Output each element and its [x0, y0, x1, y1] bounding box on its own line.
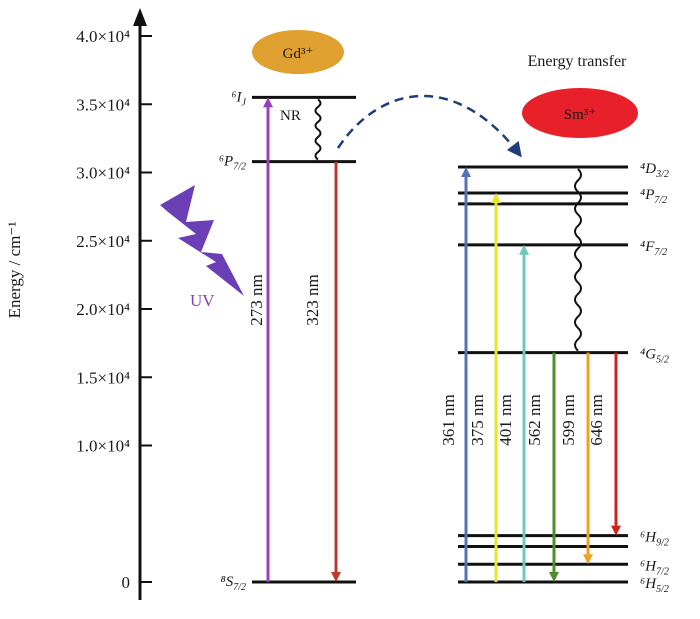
sm-level-label-4G: ⁴G5/2	[640, 347, 669, 366]
lightning-bolt-icon	[160, 185, 244, 296]
sm-transition-arrow-3	[549, 352, 559, 582]
nr-label: NR	[280, 108, 301, 124]
gd-emission-label: 323 nm	[303, 274, 322, 325]
sm-transition-arrow-1	[491, 192, 501, 582]
sm-transition-arrow-4	[583, 352, 593, 565]
sm-arrows: 361 nm 375 nm 401 nm 562 nm 599 nm 646 nm	[439, 167, 621, 582]
y-tick-label: 2.0×10⁴	[76, 300, 130, 319]
sm-transition-label-4: 599 nm	[559, 394, 578, 445]
sm-level-label-6H9: ⁶H9/2	[640, 530, 669, 549]
sm-transition-label-0: 361 nm	[439, 394, 458, 445]
y-tick-label: 4.0×10⁴	[76, 27, 130, 46]
y-ticks: 0 1.0×10⁴ 1.5×10⁴ 2.0×10⁴ 2.5×10⁴ 3.0×10⁴ 3.5×…	[76, 27, 152, 592]
sm-ion-ellipse	[522, 88, 638, 138]
gd-level-label-6P: ⁶P7/2	[219, 154, 246, 173]
uv-label: UV	[190, 291, 215, 310]
gd-emission-arrow	[331, 161, 341, 582]
sm-transition-arrow-5	[611, 352, 621, 536]
uv-lightning-icon: UV	[160, 185, 244, 310]
gd-excitation-arrow	[263, 97, 273, 582]
y-tick-label: 2.5×10⁴	[76, 232, 130, 251]
y-tick-label: 1.0×10⁴	[76, 437, 130, 456]
y-axis-label: Energy / cm⁻¹	[5, 222, 24, 319]
sm-transition-arrow-0	[461, 167, 471, 582]
sm-transition-label-3: 562 nm	[525, 394, 544, 445]
sm-level-label-4F: ⁴F7/2	[640, 239, 667, 258]
gd-excitation-label: 273 nm	[247, 274, 266, 325]
sm-level-label-4P: ⁴P7/2	[640, 187, 667, 206]
y-axis: 0 1.0×10⁴ 1.5×10⁴ 2.0×10⁴ 2.5×10⁴ 3.0×10⁴ 3.5×…	[5, 8, 152, 600]
energy-transfer-arrow	[336, 94, 522, 158]
sm-transition-arrow-2	[519, 244, 529, 582]
y-axis-arrowhead	[133, 8, 147, 26]
energy-transfer-label: Energy transfer	[528, 53, 627, 70]
sm-transition-label-5: 646 nm	[587, 394, 606, 445]
energy-transfer: Energy transfer	[336, 53, 627, 158]
y-tick-label: 3.0×10⁴	[76, 164, 130, 183]
gd-ion-label: Gd³⁺	[283, 46, 314, 62]
sm-section: Sm³⁺ ⁴D3/2 ⁴P7/2 ⁴F7/2 ⁴G5/2 ⁶H9/2 ⁶H7/2⁶H5/2…	[439, 88, 669, 595]
sm-level-label-6H5: ⁶H5/2	[640, 576, 669, 595]
gd-level-label-6I: ⁶IJ	[231, 89, 246, 108]
gd-level-label-8S: ⁸S7/2	[221, 574, 247, 593]
y-tick-label: 3.5×10⁴	[76, 95, 130, 114]
sm-transition-label-2: 401 nm	[496, 394, 515, 445]
gd-arrows: 273 nm 323 nm	[247, 97, 341, 582]
sm-level-label-4D: ⁴D3/2	[640, 161, 669, 180]
nr-wavy-line	[314, 98, 322, 161]
sm-nonradiative-wave	[574, 168, 582, 352]
y-tick-label: 0	[122, 573, 131, 592]
gd-section: Gd³⁺ ⁶IJ ⁶P7/2 ⁸S7/2 273 nm 323 nm NR	[219, 30, 356, 593]
y-tick-label: 1.5×10⁴	[76, 368, 130, 387]
sm-ion-label: Sm³⁺	[564, 107, 596, 123]
gd-ion-ellipse	[252, 30, 344, 74]
sm-transition-label-1: 375 nm	[468, 394, 487, 445]
sm-level-label-6H7: ⁶H7/2	[640, 558, 669, 577]
